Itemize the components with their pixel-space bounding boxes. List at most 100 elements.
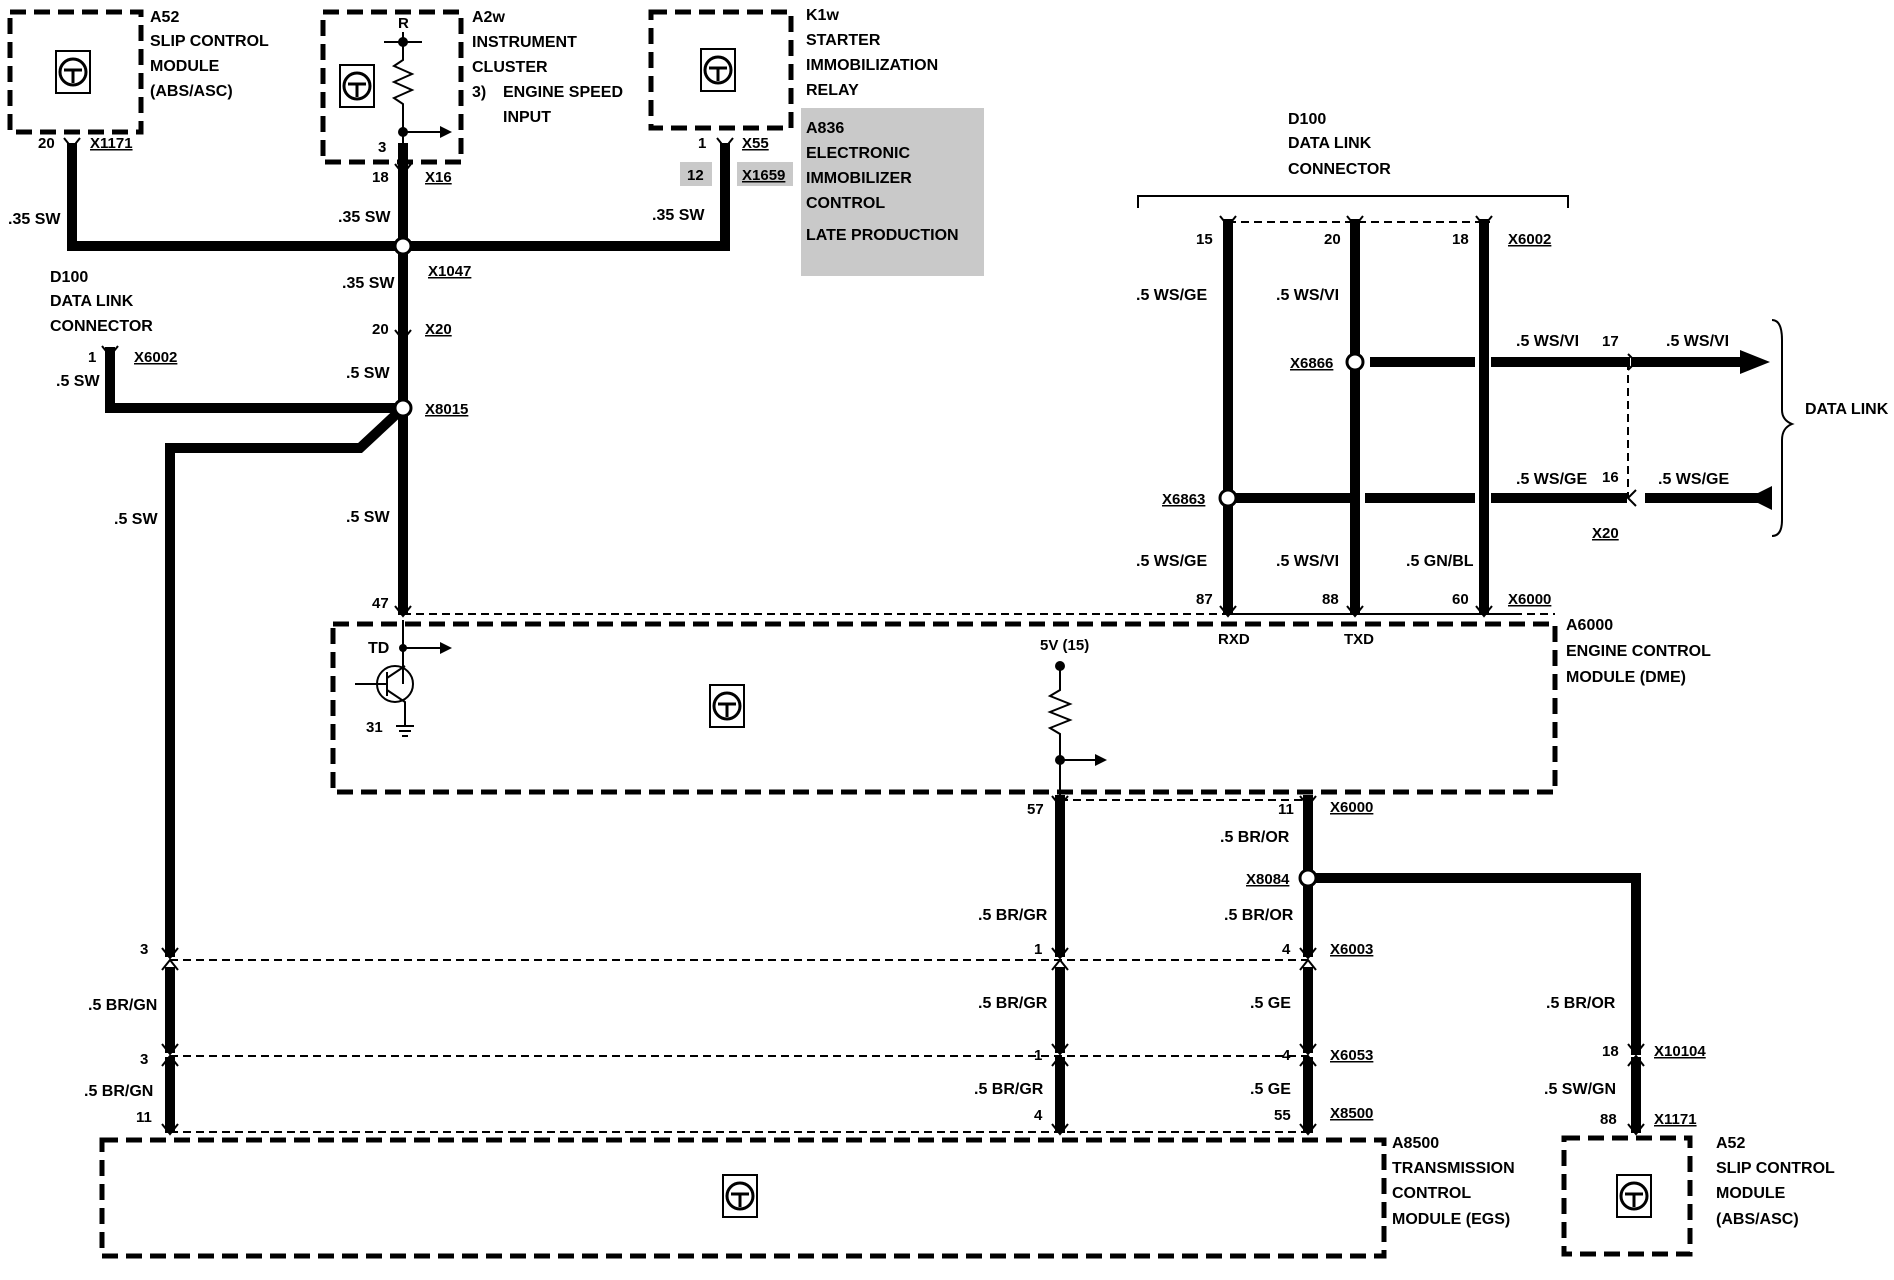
wire-label-27: .5 GE bbox=[1250, 1081, 1291, 1098]
pin-3a: 3 bbox=[378, 139, 386, 156]
pin-18a: 18 bbox=[372, 169, 389, 186]
a52-bottom-box bbox=[1561, 1135, 1693, 1257]
a2w-line1: INSTRUMENT bbox=[472, 34, 577, 51]
k1w-id: K1w bbox=[806, 7, 839, 24]
wire-label-6: .5 SW bbox=[346, 365, 390, 382]
k1w-ecu-icon bbox=[699, 47, 737, 93]
pin-87: 87 bbox=[1196, 591, 1213, 608]
pin-17: 17 bbox=[1602, 333, 1619, 350]
wire-label-28: .5 SW/GN bbox=[1544, 1081, 1616, 1098]
a836-pin-shade bbox=[680, 162, 712, 186]
a52-bottom-line2: MODULE bbox=[1716, 1185, 1786, 1202]
pin-16: 16 bbox=[1602, 469, 1619, 486]
splice-x8084 bbox=[1298, 868, 1318, 888]
wire-label-4: .35 SW bbox=[342, 275, 395, 292]
conn-x10104: X10104 bbox=[1654, 1043, 1706, 1060]
conn-x6002-left: X6002 bbox=[134, 349, 177, 366]
pin-47: 47 bbox=[372, 595, 389, 612]
conn-x8015: X8015 bbox=[425, 401, 468, 418]
pin-15: 15 bbox=[1196, 231, 1213, 248]
a6000-id: A6000 bbox=[1566, 617, 1613, 634]
a8500-ecu-icon bbox=[721, 1173, 759, 1219]
k1w-line1: STARTER bbox=[806, 32, 881, 49]
a52-top-line3: (ABS/ASC) bbox=[150, 83, 233, 100]
a2w-note-line1: ENGINE SPEED bbox=[503, 84, 623, 101]
conn-x8084: X8084 bbox=[1246, 871, 1290, 888]
a6000-line2: MODULE (DME) bbox=[1566, 669, 1686, 686]
k1w-line3: RELAY bbox=[806, 82, 859, 99]
wire-label-8: .5 SW bbox=[346, 509, 390, 526]
pin-11a: 11 bbox=[1278, 801, 1294, 818]
pin-3c: 3 bbox=[140, 1051, 148, 1068]
a2w-note-num: 3) bbox=[472, 84, 486, 101]
a6000-supply: 5V (15) bbox=[1040, 637, 1089, 654]
splice-x1047 bbox=[393, 236, 413, 256]
a836-conn-shade bbox=[737, 162, 793, 186]
a6000-box bbox=[330, 621, 1558, 795]
wire-label-25: .5 BR/GN bbox=[84, 1083, 153, 1100]
a6000-txd: TXD bbox=[1344, 631, 1374, 648]
wire-label-26: .5 BR/GR bbox=[974, 1081, 1044, 1098]
pin-1c: 1 bbox=[1034, 941, 1042, 958]
conn-x55: X55 bbox=[742, 135, 769, 152]
wire-label-17: .5 GN/BL bbox=[1406, 553, 1474, 570]
pin-88b: 88 bbox=[1600, 1111, 1617, 1128]
d100-right-id: D100 bbox=[1288, 111, 1326, 128]
conn-x6863: X6863 bbox=[1162, 491, 1205, 508]
a6000-ecu-icon bbox=[708, 683, 746, 729]
conn-x6000-top: X6000 bbox=[1508, 591, 1551, 608]
a836-pin: 12 bbox=[687, 167, 704, 184]
conn-x6002-right: X6002 bbox=[1508, 231, 1551, 248]
k1w-line2: IMMOBILIZATION bbox=[806, 57, 938, 74]
pin-20c: 20 bbox=[1324, 231, 1341, 248]
wire-label-20: .5 BR/OR bbox=[1224, 907, 1294, 924]
a8500-line3: MODULE (EGS) bbox=[1392, 1211, 1510, 1228]
wire-label-23: .5 GE bbox=[1250, 995, 1291, 1012]
a2w-line2: CLUSTER bbox=[472, 59, 548, 76]
pin-60: 60 bbox=[1452, 591, 1469, 608]
conn-x16: X16 bbox=[425, 169, 452, 186]
a52-bottom-id: A52 bbox=[1716, 1135, 1745, 1152]
pin-1d: 1 bbox=[1034, 1047, 1042, 1064]
d100-left-line1: DATA LINK bbox=[50, 293, 134, 310]
conn-x6003: X6003 bbox=[1330, 941, 1373, 958]
d100-left-line2: CONNECTOR bbox=[50, 318, 153, 335]
pin-57: 57 bbox=[1027, 801, 1044, 818]
a836-line3: CONTROL bbox=[806, 195, 885, 212]
wire-label-19: .5 BR/GR bbox=[978, 907, 1048, 924]
wire-label-14: .5 WS/GE bbox=[1658, 471, 1729, 488]
pin-18c: 18 bbox=[1602, 1043, 1619, 1060]
a836-conn: X1659 bbox=[742, 167, 785, 184]
pin-11b: 11 bbox=[136, 1109, 152, 1126]
conn-x20-top: X20 bbox=[425, 321, 452, 338]
a8500-box bbox=[99, 1137, 1387, 1259]
a2w-note-line2: INPUT bbox=[503, 109, 551, 126]
pin-55: 55 bbox=[1274, 1107, 1291, 1124]
a52-bottom-line1: SLIP CONTROL bbox=[1716, 1160, 1835, 1177]
pin-3b: 3 bbox=[140, 941, 148, 958]
a6000-rxd: RXD bbox=[1218, 631, 1250, 648]
a52-top-box bbox=[7, 9, 144, 135]
a52-top-ecu-icon bbox=[54, 49, 92, 95]
wire-label-9: .5 WS/GE bbox=[1136, 287, 1207, 304]
wire-label-3: .35 SW bbox=[652, 207, 705, 224]
pin-4c: 4 bbox=[1034, 1107, 1043, 1124]
conn-x6000-bottom: X6000 bbox=[1330, 799, 1373, 816]
pin-88a: 88 bbox=[1322, 591, 1339, 608]
wire-label-21: .5 BR/GN bbox=[88, 997, 157, 1014]
a52-bottom-line3: (ABS/ASC) bbox=[1716, 1211, 1799, 1228]
a8500-line1: TRANSMISSION bbox=[1392, 1160, 1515, 1177]
a2w-id: A2w bbox=[472, 9, 505, 26]
a52-top-id: A52 bbox=[150, 9, 179, 26]
a52-bottom-ecu-icon bbox=[1615, 1173, 1653, 1219]
a8500-id: A8500 bbox=[1392, 1135, 1439, 1152]
pin-20a: 20 bbox=[38, 135, 55, 152]
splice-x8015 bbox=[393, 398, 413, 418]
pin-4b: 4 bbox=[1282, 1047, 1291, 1064]
splice-x6866 bbox=[1345, 352, 1365, 372]
wire-label-13: .5 WS/GE bbox=[1516, 471, 1587, 488]
conn-x6866: X6866 bbox=[1290, 355, 1333, 372]
a6000-line1: ENGINE CONTROL bbox=[1566, 643, 1711, 660]
conn-x8500: X8500 bbox=[1330, 1105, 1373, 1122]
